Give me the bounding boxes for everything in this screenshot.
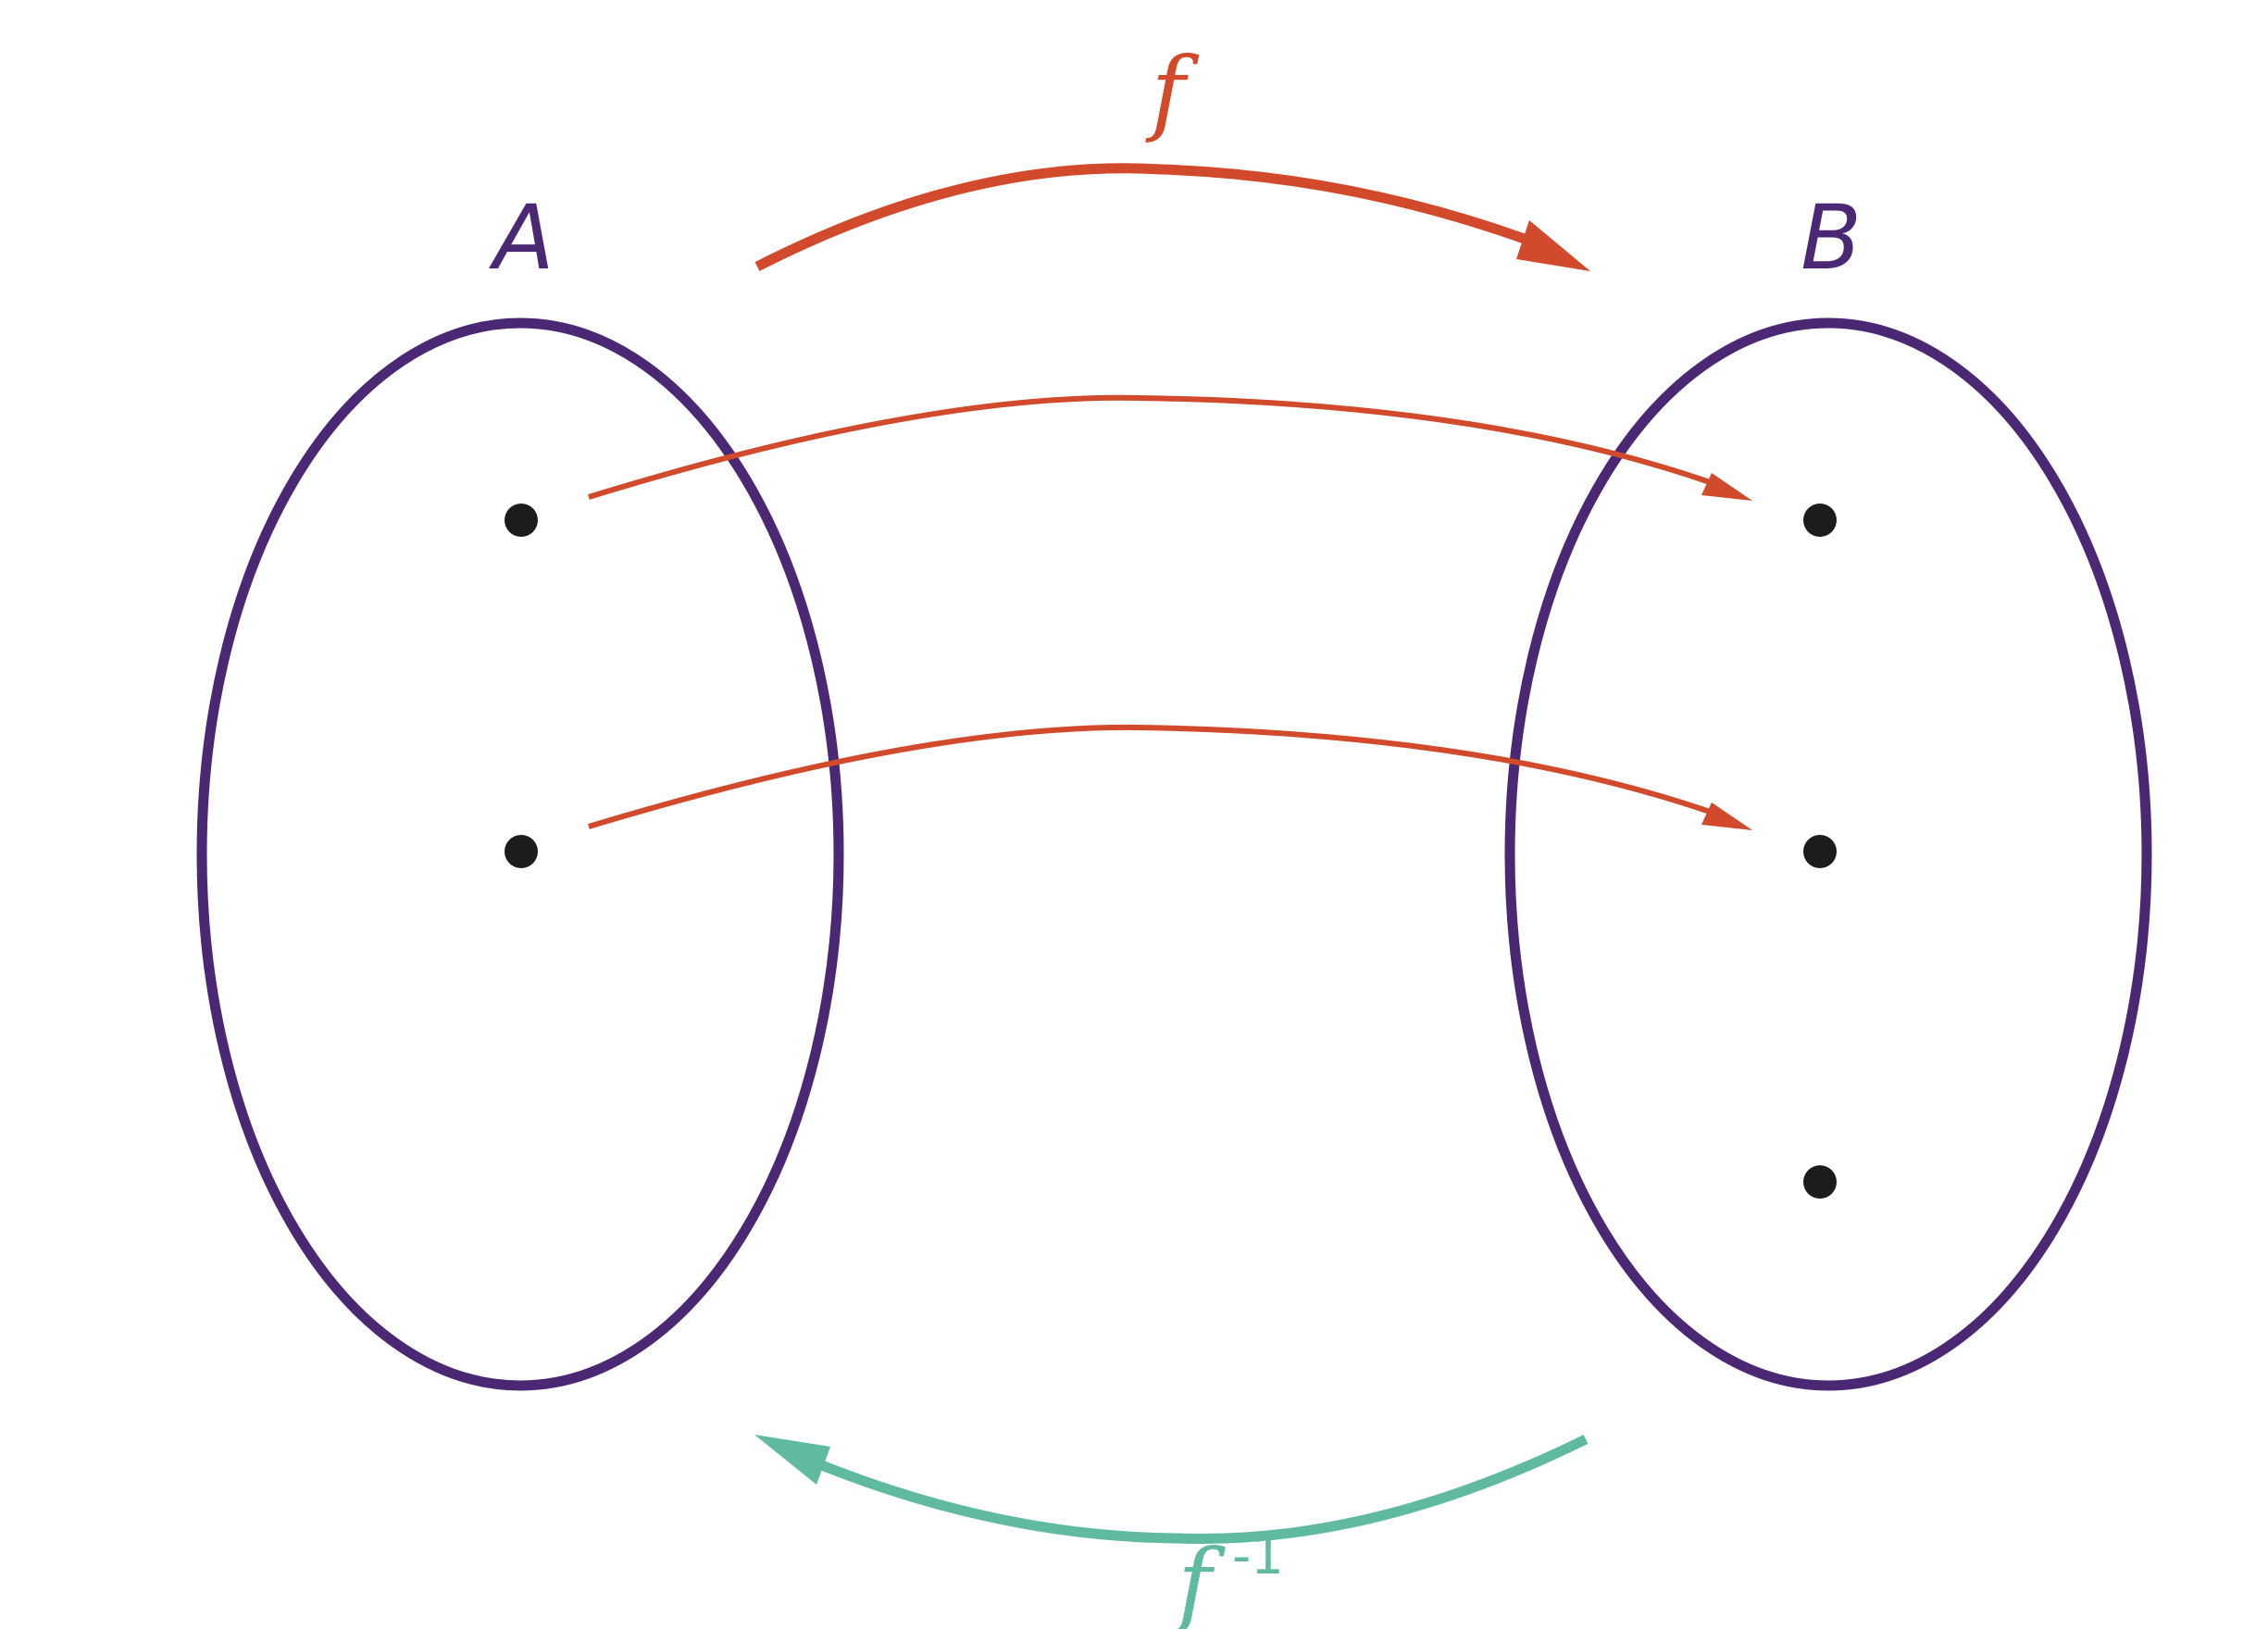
inverse-label-base: f [1171,1529,1226,1629]
set-b-element-1 [1803,504,1837,537]
inverse-function-arrow [754,1435,1589,1544]
function-arrow [754,163,1590,271]
set-a-element-2 [505,835,538,868]
set-b-element-2 [1803,835,1837,868]
set-a-label: A [488,186,555,290]
set-a-element-1 [505,504,538,537]
set-b-label: B [1801,186,1862,290]
mapping-arrow-1 [588,394,1752,501]
set-a-ellipse [196,317,844,1391]
function-label: f [1144,37,1199,145]
mapping-arrow-2 [588,724,1752,830]
set-b-ellipse [1504,317,2152,1391]
set-b-element-3 [1803,1165,1837,1199]
inverse-label-superscript: -1 [1232,1526,1284,1586]
